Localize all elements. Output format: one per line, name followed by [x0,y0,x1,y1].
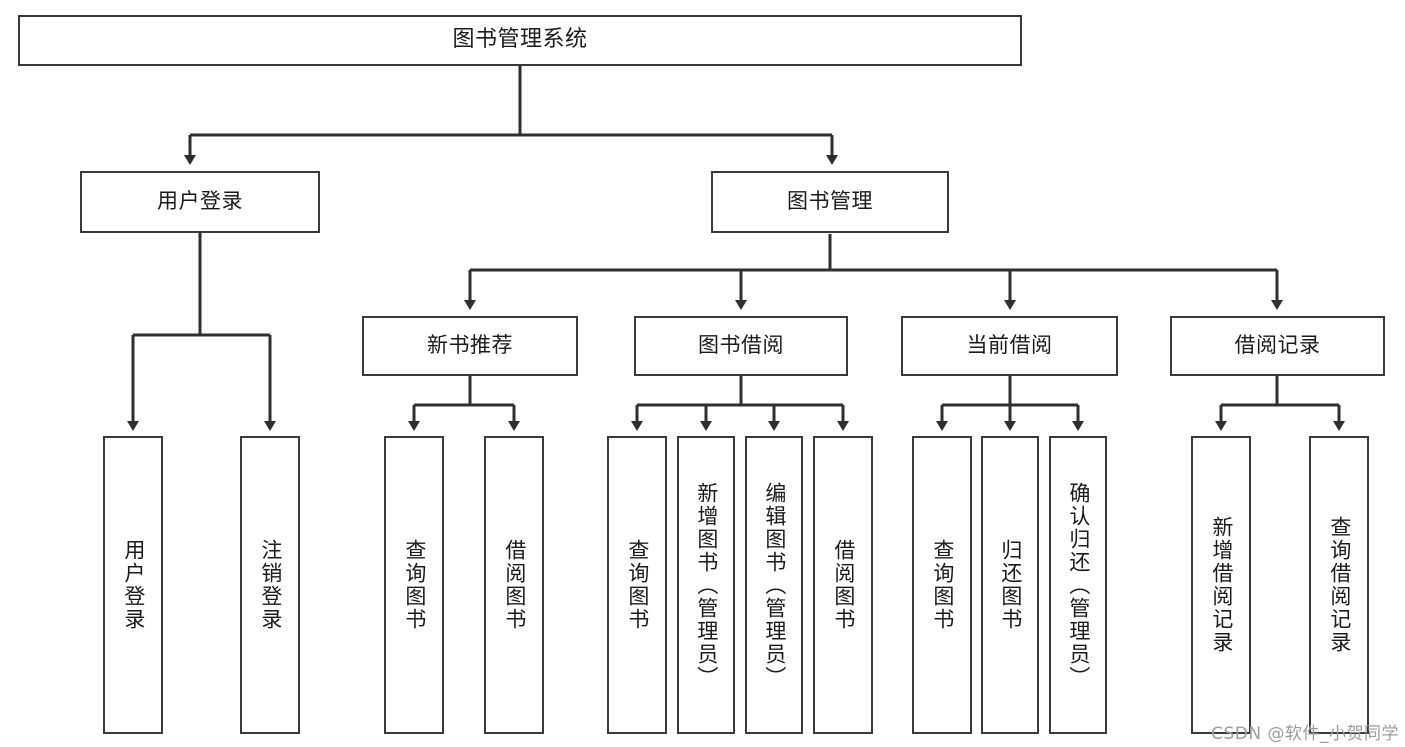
node-borrow-record[interactable]: 借阅记录 [1170,316,1385,376]
node-label: 借阅记录 [1234,333,1321,358]
node-label: 确认归还（管理员） [1066,481,1091,689]
leaf-current-borrow-confirm-return-admin[interactable]: 确认归还（管理员） [1049,436,1107,734]
node-current-borrow[interactable]: 当前借阅 [901,316,1118,376]
node-book-management[interactable]: 图书管理 [711,171,949,233]
watermark-credit: CSDN @软件_小贺同学 [1211,724,1399,744]
node-label: 借阅图书 [831,539,856,631]
leaf-new-book-borrow-book[interactable]: 借阅图书 [484,436,544,734]
leaf-borrow-record-query-record[interactable]: 查询借阅记录 [1309,436,1369,734]
node-label: 查询图书 [625,539,650,631]
node-label: 图书管理 [787,189,873,214]
leaf-current-borrow-query-book[interactable]: 查询图书 [912,436,972,734]
node-label: 查询图书 [930,539,955,631]
node-label: 借阅图书 [502,539,527,631]
leaf-book-borrow-edit-book-admin[interactable]: 编辑图书（管理员） [745,436,803,734]
node-label: 编辑图书（管理员） [762,481,787,689]
node-label: 归还图书 [998,539,1023,631]
leaf-new-book-query-book[interactable]: 查询图书 [384,436,444,734]
node-new-book-recommend[interactable]: 新书推荐 [362,316,578,376]
node-label: 当前借阅 [966,333,1053,358]
leaf-current-borrow-return-book[interactable]: 归还图书 [981,436,1039,734]
leaf-book-borrow-add-book-admin[interactable]: 新增图书（管理员） [677,436,735,734]
node-book-borrow[interactable]: 图书借阅 [634,316,848,376]
node-label: 用户登录 [157,189,243,214]
node-label: 新增图书（管理员） [694,481,719,689]
node-label: 图书借阅 [698,333,784,358]
node-user-login[interactable]: 用户登录 [80,171,320,233]
node-label: 注销登录 [258,539,283,631]
leaf-borrow-record-add-record[interactable]: 新增借阅记录 [1191,436,1251,734]
node-label: 用户登录 [121,539,146,631]
leaf-user-login-login[interactable]: 用户登录 [103,436,163,734]
node-label: 新增借阅记录 [1209,516,1234,654]
node-label: 查询借阅记录 [1327,516,1352,654]
node-label: 查询图书 [402,539,427,631]
leaf-user-login-logout[interactable]: 注销登录 [240,436,300,734]
node-label: 新书推荐 [427,333,513,358]
leaf-book-borrow-query-book[interactable]: 查询图书 [607,436,667,734]
leaf-book-borrow-borrow-book[interactable]: 借阅图书 [813,436,873,734]
node-label: 图书管理系统 [452,27,588,53]
node-root-book-management-system[interactable]: 图书管理系统 [18,15,1022,66]
